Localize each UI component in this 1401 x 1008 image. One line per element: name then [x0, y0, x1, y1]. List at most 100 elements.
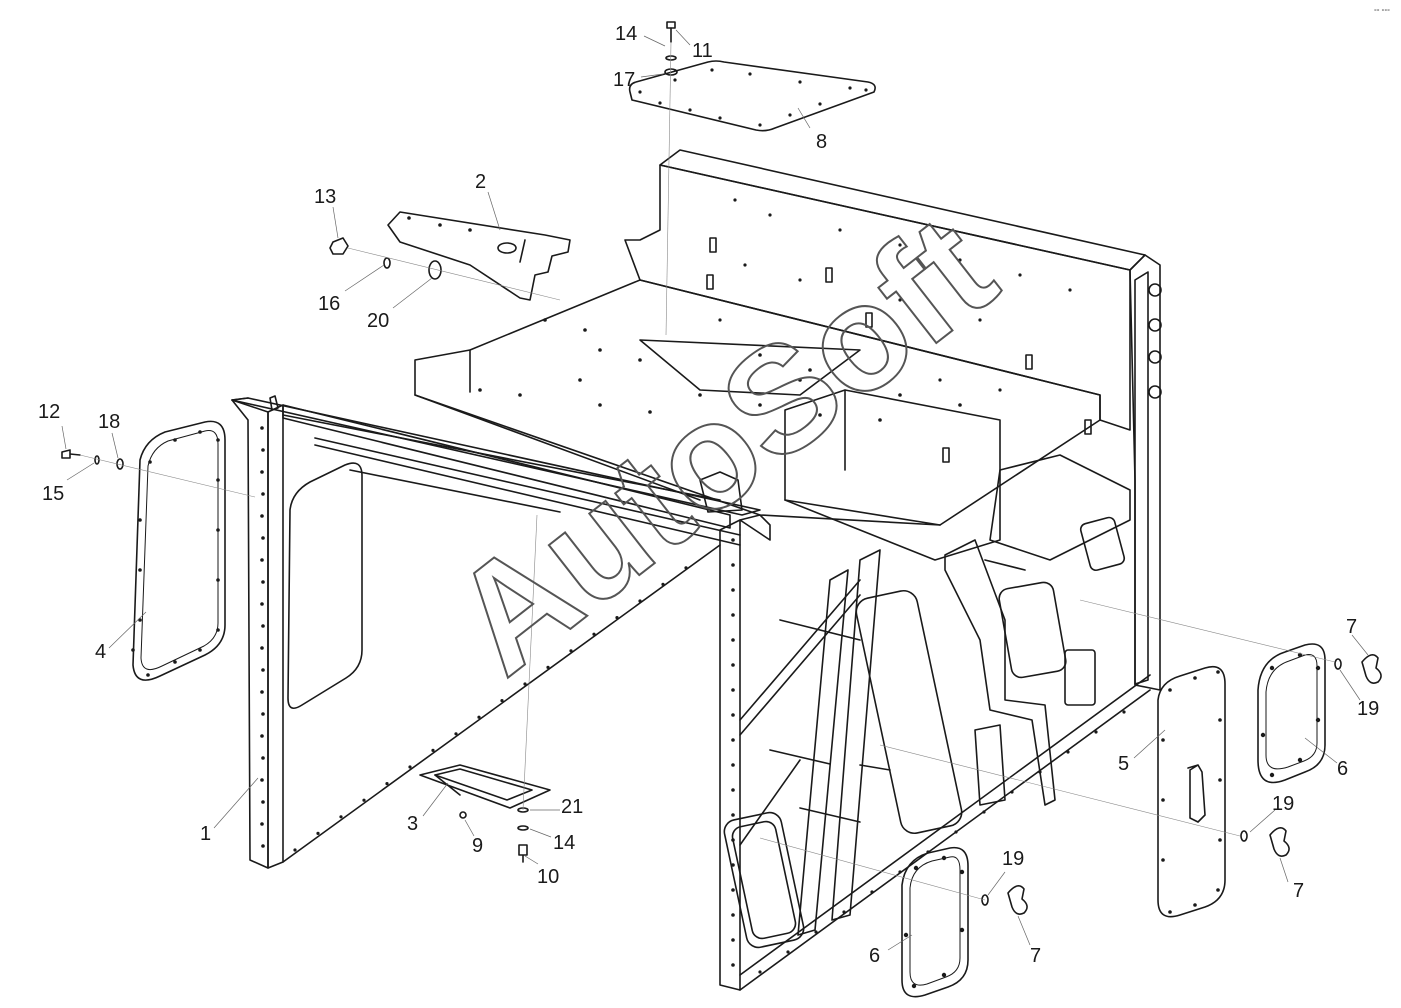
- cover-rivet: [1193, 903, 1197, 907]
- callout-17: 17: [613, 69, 635, 91]
- access-lid-part-6-bottom: [901, 846, 969, 998]
- cover-rivet: [1216, 888, 1220, 892]
- cover-rivet: [673, 78, 677, 82]
- wall-hole: [733, 198, 737, 202]
- cover-rivet: [1161, 858, 1165, 862]
- panel-rivet: [454, 732, 458, 736]
- floor-hole: [598, 348, 602, 352]
- cover-rivet: [864, 88, 868, 92]
- floor-hole: [818, 413, 822, 417]
- lid-rivet: [941, 855, 947, 861]
- cover-rivet: [718, 116, 722, 120]
- wall-hole: [958, 258, 962, 262]
- panel-rivet: [731, 663, 735, 667]
- panel-rivet: [1122, 710, 1126, 714]
- callout-13: 13: [314, 186, 336, 208]
- panel-rivet: [954, 830, 958, 834]
- callout-4: 4: [95, 641, 106, 663]
- cover-rivet: [1216, 670, 1220, 674]
- callout-10: 10: [537, 866, 559, 888]
- callout-labels: 1 2 3 4 5 6 6 7 7 7 8 9 10 11 12 13 14 1…: [38, 23, 1379, 967]
- panel-rivet: [731, 538, 735, 542]
- recess-part-3: [419, 764, 551, 809]
- panel-rivet: [786, 950, 790, 954]
- panel-rivet: [731, 688, 735, 692]
- panel-rivet: [500, 699, 504, 703]
- panel-rivet: [261, 800, 265, 804]
- floor-hole: [578, 378, 582, 382]
- callout-9: 9: [472, 835, 483, 857]
- panel-rivet: [731, 763, 735, 767]
- access-lid-part-6-right: [1257, 643, 1326, 784]
- slot: [1025, 354, 1033, 370]
- floor-hole: [583, 328, 587, 332]
- panel-rivet: [731, 613, 735, 617]
- wall-hole: [938, 378, 942, 382]
- rear-wall: [624, 149, 1162, 806]
- panel-rivet: [260, 822, 264, 826]
- panel-rivet: [731, 888, 735, 892]
- cover-rivet: [1161, 798, 1165, 802]
- floor-hole: [878, 418, 882, 422]
- slot: [1084, 419, 1092, 435]
- panel-rivet: [408, 765, 412, 769]
- panel-rivet: [260, 734, 264, 738]
- panel-rivet: [758, 970, 762, 974]
- cover-rivet: [758, 123, 762, 127]
- callout-14-top: 14: [615, 23, 637, 45]
- cover-rivet: [146, 673, 150, 677]
- panel-rivet: [260, 778, 264, 782]
- top-frame-rails: [231, 395, 761, 546]
- callout-2: 2: [475, 171, 486, 193]
- panel-rivet: [260, 470, 264, 474]
- cover-rivet: [148, 460, 152, 464]
- callout-16: 16: [318, 293, 340, 315]
- wall-hole: [998, 388, 1002, 392]
- panel-rivet: [731, 788, 735, 792]
- bracket-part-2: [387, 211, 571, 301]
- callout-11: 11: [692, 40, 713, 62]
- panel-rivet: [260, 602, 264, 606]
- floor-hole: [478, 388, 482, 392]
- cover-rivet: [198, 648, 202, 652]
- floor-hole: [543, 318, 547, 322]
- panel-rivet: [1094, 730, 1098, 734]
- callout-7-middle: 7: [1293, 880, 1304, 902]
- panel-rivet: [260, 646, 264, 650]
- lid-rivet: [1260, 732, 1266, 738]
- panel-rivet: [870, 890, 874, 894]
- cover-rivet: [1193, 676, 1197, 680]
- lid-rivet: [911, 983, 917, 989]
- cover-rivet: [748, 72, 752, 76]
- panel-rivet: [261, 624, 265, 628]
- cover-rivet: [216, 528, 220, 532]
- panel-rivet: [362, 798, 366, 802]
- callout-19-bottom: 19: [1002, 848, 1024, 870]
- panel-rivet: [339, 815, 343, 819]
- slot: [865, 312, 873, 328]
- lid-rivet: [1269, 772, 1275, 778]
- slot: [942, 447, 950, 463]
- callout-1: 1: [200, 823, 211, 845]
- floor-hole: [698, 393, 702, 397]
- slot: [825, 267, 833, 283]
- top-cover-part-8: [628, 60, 876, 132]
- callout-7-bottom: 7: [1030, 945, 1041, 967]
- cover-rivet: [1218, 778, 1222, 782]
- lid-rivet: [941, 972, 947, 978]
- callout-14-bottom: 14: [553, 832, 575, 854]
- floor-hole: [638, 358, 642, 362]
- wall-hole: [898, 243, 902, 247]
- cover-rivet: [131, 648, 135, 652]
- panel-rivet: [261, 756, 265, 760]
- callout-19-middle: 19: [1272, 793, 1294, 815]
- cover-rivet: [848, 86, 852, 90]
- wall-hole: [768, 213, 772, 217]
- cover-rivet: [138, 568, 142, 572]
- callout-8: 8: [816, 131, 827, 153]
- panel-rivet: [261, 712, 265, 716]
- panel-rivet: [260, 558, 264, 562]
- cover-rivet: [216, 438, 220, 442]
- floor-hole: [518, 393, 522, 397]
- floor-hole: [648, 410, 652, 414]
